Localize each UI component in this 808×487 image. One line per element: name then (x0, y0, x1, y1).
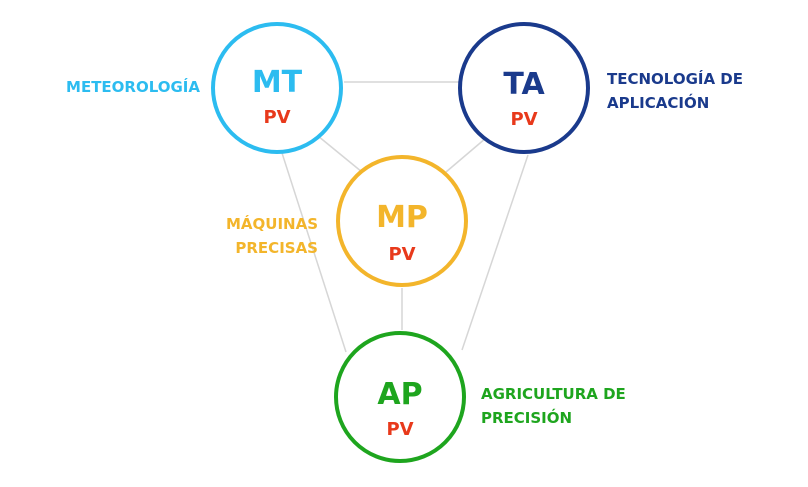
caption-ap: AGRICULTURA DE PRECISIÓN (481, 385, 626, 427)
caption-mp-line-1: MÁQUINAS (226, 214, 318, 233)
node-mt-sub: PV (263, 107, 290, 128)
node-mt-code: MT (252, 65, 303, 100)
node-mp: MP PV (336, 155, 468, 287)
node-mp-sub: PV (388, 244, 415, 265)
node-mt: MT PV (211, 22, 343, 154)
node-ta-sub: PV (510, 109, 537, 130)
caption-ta-line-2: APLICACIÓN (607, 93, 709, 112)
node-mt-circle (211, 22, 343, 154)
node-ap-code: AP (377, 377, 422, 412)
caption-ap-line-1: AGRICULTURA DE (481, 385, 626, 403)
node-ta-circle (458, 22, 590, 154)
caption-ap-line-2: PRECISIÓN (481, 408, 572, 427)
node-mp-circle (336, 155, 468, 287)
link-ta-mp (445, 137, 487, 173)
connector-lines (281, 81, 529, 353)
caption-mt: METEOROLOGÍA (66, 77, 200, 96)
node-ap-circle (334, 331, 466, 463)
caption-mp: MÁQUINAS PRECISAS (226, 214, 318, 257)
node-mp-code: MP (376, 200, 428, 235)
caption-ta-line-1: TECNOLOGÍA DE (607, 69, 743, 88)
link-ta-ap (461, 154, 529, 351)
node-ta-code: TA (503, 67, 545, 102)
node-ap-sub: PV (386, 419, 413, 440)
caption-ta: TECNOLOGÍA DE APLICACIÓN (607, 69, 743, 112)
node-ap: AP PV (334, 331, 466, 463)
link-mt-ap (281, 152, 347, 353)
caption-mp-line-2: PRECISAS (235, 239, 318, 257)
link-mt-mp (317, 135, 363, 173)
node-ta: TA PV (458, 22, 590, 154)
